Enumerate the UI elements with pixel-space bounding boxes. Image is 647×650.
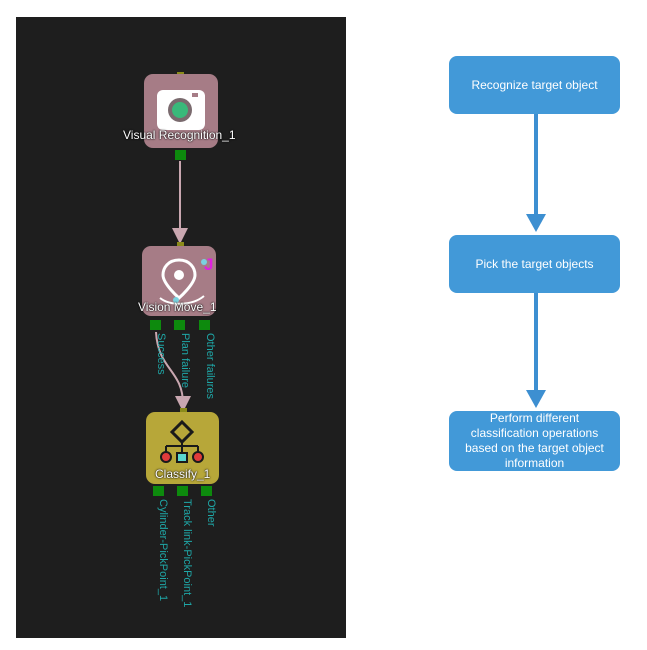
visual-recognition-output-port[interactable] [175, 150, 186, 160]
vision-move-output-port-plan-failure[interactable] [174, 320, 185, 330]
classify-output-port-cylinder[interactable] [153, 486, 164, 496]
port-label-track-link-pickpoint: Track link-PickPoint_1 [181, 499, 193, 608]
flow-arrowhead-2 [526, 390, 546, 408]
location-pin-icon [159, 258, 207, 305]
node-classify[interactable] [146, 412, 219, 484]
flow-arrowhead-1 [526, 214, 546, 232]
port-label-other-failures: Other failures [204, 333, 216, 400]
motion-type-badge: J [204, 255, 214, 274]
classify-icon [160, 419, 204, 463]
flow-step-recognize: Recognize target object [449, 56, 620, 114]
node-visual-recognition[interactable] [144, 74, 218, 148]
flow-step-pick-text: Pick the target objects [475, 256, 594, 271]
port-label-other: Other [205, 499, 217, 527]
vision-move-output-port-success[interactable] [150, 320, 161, 330]
port-label-cylinder-pickpoint: Cylinder-PickPoint_1 [157, 499, 169, 602]
classify-output-port-other[interactable] [201, 486, 212, 496]
node-classify-label: Classify_1 [155, 467, 211, 481]
flow-step-recognize-text: Recognize target object [471, 77, 598, 92]
node-visual-recognition-label: Visual Recognition_1 [123, 128, 236, 142]
connector-move-to-classify [155, 331, 191, 412]
vision-move-output-port-other-failures[interactable] [199, 320, 210, 330]
classify-output-port-track-link[interactable] [177, 486, 188, 496]
port-label-success: Success [155, 333, 167, 375]
node-vision-move-label: Vision Move_1 [138, 300, 217, 314]
vision-move-input-port[interactable] [177, 242, 184, 248]
camera-icon [157, 90, 205, 130]
flow-step-classify-text: Perform different classification operati… [465, 411, 604, 470]
classify-input-port[interactable] [180, 408, 187, 414]
port-label-plan-failure: Plan failure [179, 333, 191, 389]
flow-step-classify: Perform different classification operati… [449, 411, 620, 471]
node-vision-move[interactable] [142, 246, 216, 316]
flow-step-pick: Pick the target objects [449, 235, 620, 293]
